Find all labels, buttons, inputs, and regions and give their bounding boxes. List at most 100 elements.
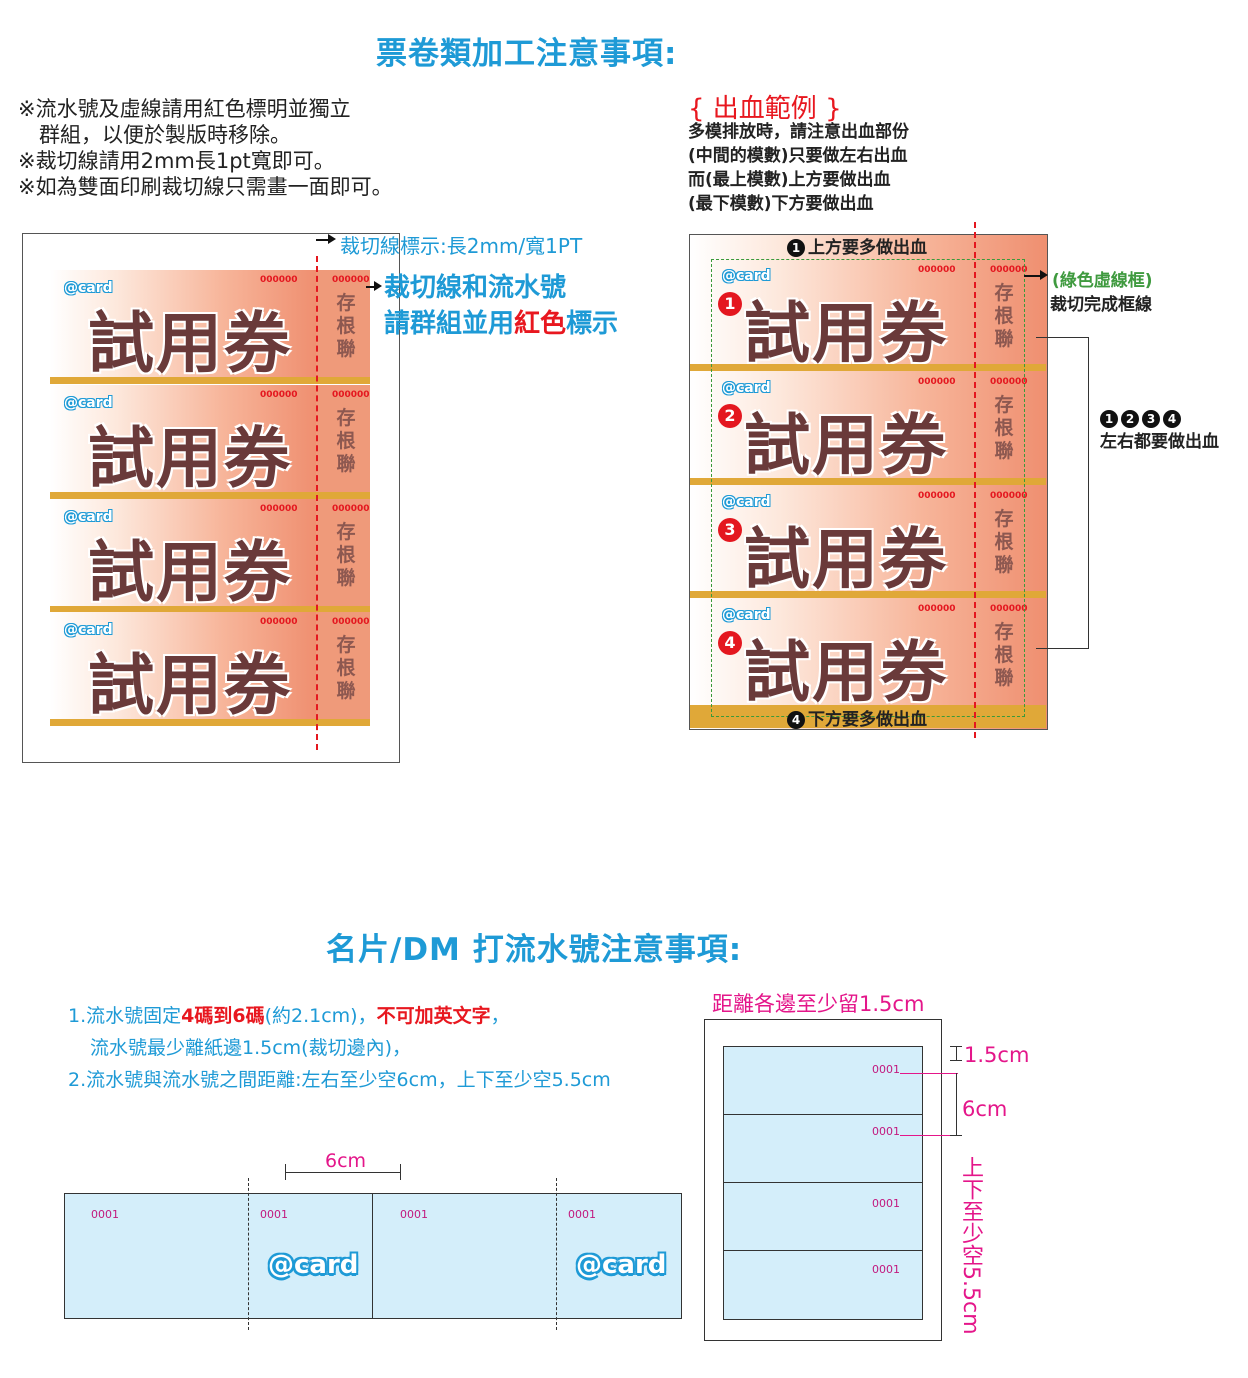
serial-number: 000000 [918,604,956,614]
group-note-line1: 裁切線和流水號 [384,273,567,303]
ticket-logo: @card [722,268,771,284]
stub-text: 存根聯 [336,292,356,360]
group-note: 裁切線和流水號 請群組並用紅色標示 [384,270,618,342]
ticket-bar [50,606,370,613]
stub-text: 存根聯 [994,394,1014,462]
card-divider [723,1250,922,1251]
ticket-stub [316,270,370,377]
ticket-bar [50,719,370,726]
number-badge-icon: 2 [718,404,742,428]
serial-number: 000000 [332,617,370,627]
pointer-line [900,1135,958,1136]
h-dimension-tick [400,1164,401,1180]
ticket-text: 試用券 [744,521,948,598]
group-note-line2a: 請群組並用 [384,309,515,339]
margin-label: 距離各邊至少留1.5cm [712,992,925,1016]
serial-number: 000000 [918,377,956,387]
ticket-logo: @card [64,395,113,411]
v-dim-line [956,1073,957,1135]
arrow-head-icon [328,234,336,244]
group-arrow-line [366,286,376,288]
green-trim-frame [711,259,1025,717]
ticket-logo: @card [722,380,771,396]
fold-dash-line [248,1178,249,1330]
ticket-text: 試用券 [744,295,948,372]
serial-number: 0001 [872,1125,900,1138]
serial-number: 000000 [332,390,370,400]
serial-number: 0001 [872,1063,900,1076]
note3: 2.流水號與流水號之間距離:左右至少空6cm，上下至少空5.5cm [68,1069,611,1091]
ticket-stub [316,612,370,719]
ticket-logo: @card [64,622,113,638]
group-note-red-word: 紅色 [514,309,567,339]
green-arrow-line [1024,275,1042,277]
h-dimension-line [285,1172,400,1173]
note2: 流水號最少離紙邊1.5cm(裁切邊內)， [90,1037,411,1059]
serial-number: 000000 [990,604,1028,614]
card-left [64,1193,374,1319]
dim-15-label: 1.5cm [964,1043,1030,1067]
ticket-logo: @card [722,607,771,623]
v-dim-line [956,1046,957,1060]
ticket-text: 試用券 [88,647,292,724]
dim-6-label: 6cm [962,1097,1008,1121]
number-badge-icon: 4 [718,631,742,655]
stub-text: 存根聯 [336,407,356,475]
green-frame-label: (綠色虛線框) [1052,271,1153,291]
note-line: ※流水號及虛線請用紅色標明並獨立 [18,97,351,121]
card-column [723,1046,923,1320]
ticket-logo: @card [64,509,113,525]
number-badge-icon: 2 [1121,409,1139,428]
serial-number: 000000 [990,491,1028,501]
number-badge-icon: 4 [1163,409,1181,428]
ticket [50,385,316,492]
number-badge-icon: 4 [787,711,805,729]
serial-number: 0001 [91,1208,119,1221]
number-badge-icon: 3 [718,518,742,542]
arrow-head-icon [1040,270,1048,280]
number-badge-icon: 1 [1100,409,1118,428]
cut-dash-line [974,222,976,738]
card-divider [723,1114,922,1115]
ticket-bar [50,377,370,384]
serial-number: 000000 [918,265,956,275]
fold-dash-line [556,1178,557,1330]
side-bracket [1036,337,1089,649]
note1-d: 不可加英文字 [376,1005,491,1027]
bleed-note: (最下模數)下方要做出血 [688,194,874,214]
ticket-text: 試用券 [88,305,292,382]
serial-number: 000000 [332,504,370,514]
ticket [50,612,316,719]
card-divider [723,1182,922,1183]
serial-number: 0001 [568,1208,596,1221]
stub-text: 存根聯 [994,508,1014,576]
ticket-bar [690,591,1046,598]
ticket-logo: @card [722,494,771,510]
green-frame-sub: 裁切完成框線 [1050,295,1152,315]
ticket-bar [690,478,1046,485]
note-line: ※如為雙面印刷裁切線只需畫一面即可。 [18,175,393,199]
serial-number: 000000 [990,377,1028,387]
serial-number: 0001 [872,1263,900,1276]
serial-number: 000000 [260,390,298,400]
ticket-text: 試用券 [744,634,948,711]
serial-number: 0001 [872,1197,900,1210]
serial-number: 000000 [260,275,298,285]
ticket [50,270,316,377]
number-badge-icon: 1 [718,292,742,316]
ticket-bar [690,364,1046,371]
note1-e: ， [490,1005,510,1027]
serial-notes: 1.流水號固定4碼到6碼(約2.1cm)，不可加英文字， 流水號最少離紙邊1.5… [68,1000,611,1096]
instruction-notes: ※流水號及虛線請用紅色標明並獨立 群組，以便於製版時移除。 ※裁切線請用2mm長… [18,96,393,200]
h-dimension-tick [285,1164,286,1180]
ticket-stub [316,385,370,492]
ticket-logo: @card [64,280,113,296]
note1-c: (約2.1cm)， [264,1005,377,1027]
arrow-head-icon [374,281,382,291]
serial-number: 000000 [918,491,956,501]
stub-text: 存根聯 [336,634,356,702]
cut-mark-label: 裁切線標示:長2mm/寬1PT [340,234,583,258]
